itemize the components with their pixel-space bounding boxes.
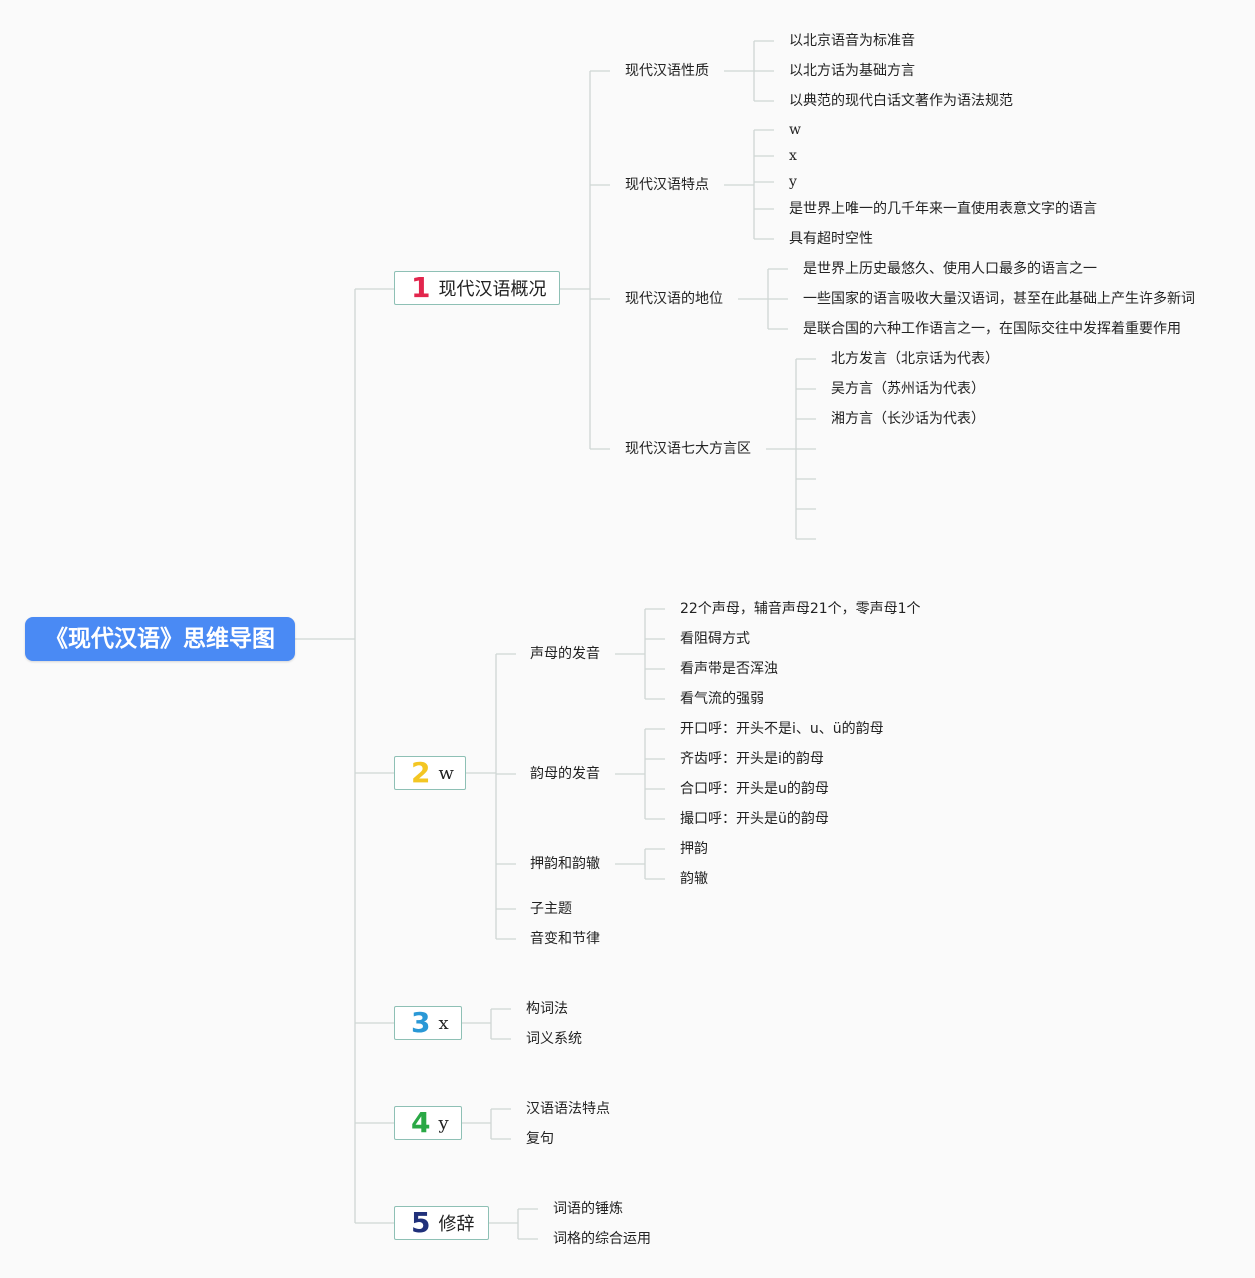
branch-2-label: w bbox=[438, 762, 454, 784]
leaf-topic[interactable]: 湘方言（长沙话为代表） bbox=[831, 411, 985, 427]
branch-3-label: x bbox=[438, 1012, 449, 1034]
number-1-icon: 1 bbox=[411, 271, 431, 304]
subtopic-yufa[interactable]: 汉语语法特点 bbox=[526, 1101, 610, 1117]
branch-3-topic[interactable]: 3 x bbox=[394, 1006, 462, 1040]
number-4-icon: 4 bbox=[411, 1106, 431, 1139]
leaf-topic[interactable]: 以北方话为基础方言 bbox=[789, 63, 915, 79]
leaf-topic[interactable]: 具有超时空性 bbox=[789, 231, 873, 247]
leaf-topic[interactable]: 是世界上唯一的几千年来一直使用表意文字的语言 bbox=[789, 201, 1097, 217]
leaf-topic[interactable]: 看阻碍方式 bbox=[680, 631, 750, 647]
branch-1-label: 现代汉语概况 bbox=[438, 279, 547, 300]
leaf-topic[interactable]: 撮口呼：开头是ü的韵母 bbox=[680, 811, 829, 827]
subtopic-tedian[interactable]: 现代汉语特点 bbox=[625, 177, 709, 193]
leaf-topic[interactable]: 以典范的现代白话文著作为语法规范 bbox=[789, 93, 1013, 109]
subtopic-fangyan[interactable]: 现代汉语七大方言区 bbox=[625, 441, 751, 457]
subtopic-fuju[interactable]: 复句 bbox=[526, 1131, 554, 1147]
number-2-icon: 2 bbox=[411, 756, 431, 789]
leaf-topic[interactable]: 以北京语音为标准音 bbox=[789, 33, 915, 49]
leaf-topic[interactable]: 押韵 bbox=[680, 841, 708, 857]
subtopic-ciyi[interactable]: 词义系统 bbox=[526, 1031, 582, 1047]
subtopic-gouci[interactable]: 构词法 bbox=[526, 1001, 568, 1017]
subtopic-yunmu[interactable]: 韵母的发音 bbox=[530, 766, 600, 782]
leaf-topic[interactable]: 开口呼：开头不是i、u、ü的韵母 bbox=[680, 721, 884, 737]
branch-4-topic[interactable]: 4 y bbox=[394, 1106, 462, 1140]
subtopic-chuilian[interactable]: 词语的锤炼 bbox=[553, 1201, 623, 1217]
leaf-topic[interactable]: 齐齿呼：开头是i的韵母 bbox=[680, 751, 824, 767]
leaf-topic[interactable]: 北方发言（北京话为代表） bbox=[831, 351, 999, 367]
leaf-topic[interactable]: y bbox=[789, 174, 797, 190]
branch-1-topic[interactable]: 1 现代汉语概况 bbox=[394, 271, 560, 305]
leaf-topic[interactable]: 合口呼：开头是u的韵母 bbox=[680, 781, 829, 797]
subtopic-shengmu[interactable]: 声母的发音 bbox=[530, 646, 600, 662]
leaf-topic[interactable]: 是世界上历史最悠久、使用人口最多的语言之一 bbox=[803, 261, 1097, 277]
leaf-topic[interactable]: 22个声母，辅音声母21个，零声母1个 bbox=[680, 601, 921, 617]
branch-5-label: 修辞 bbox=[438, 1214, 475, 1235]
root-topic[interactable]: 《现代汉语》思维导图 bbox=[25, 617, 295, 661]
number-3-icon: 3 bbox=[411, 1006, 431, 1039]
subtopic-yayun[interactable]: 押韵和韵辙 bbox=[530, 856, 600, 872]
leaf-topic[interactable]: w bbox=[789, 122, 801, 138]
leaf-topic[interactable]: 韵辙 bbox=[680, 871, 708, 887]
subtopic-diwei[interactable]: 现代汉语的地位 bbox=[625, 291, 723, 307]
number-5-icon: 5 bbox=[411, 1206, 431, 1239]
subtopic-yinbian[interactable]: 音变和节律 bbox=[530, 931, 600, 947]
subtopic-cige[interactable]: 词格的综合运用 bbox=[553, 1231, 651, 1247]
subtopic-xianzhi[interactable]: 现代汉语性质 bbox=[625, 63, 709, 79]
leaf-topic[interactable]: 一些国家的语言吸收大量汉语词，甚至在此基础上产生许多新词 bbox=[803, 291, 1195, 307]
branch-2-topic[interactable]: 2 w bbox=[394, 756, 466, 790]
branch-4-label: y bbox=[438, 1112, 449, 1134]
leaf-topic[interactable]: 是联合国的六种工作语言之一，在国际交往中发挥着重要作用 bbox=[803, 321, 1181, 337]
subtopic-zizhuti[interactable]: 子主题 bbox=[530, 901, 572, 917]
leaf-topic[interactable]: 看声带是否浑浊 bbox=[680, 661, 778, 677]
leaf-topic[interactable]: 吴方言（苏州话为代表） bbox=[831, 381, 985, 397]
branch-5-topic[interactable]: 5 修辞 bbox=[394, 1206, 489, 1240]
leaf-topic[interactable]: x bbox=[789, 148, 797, 164]
leaf-topic[interactable]: 看气流的强弱 bbox=[680, 691, 764, 707]
